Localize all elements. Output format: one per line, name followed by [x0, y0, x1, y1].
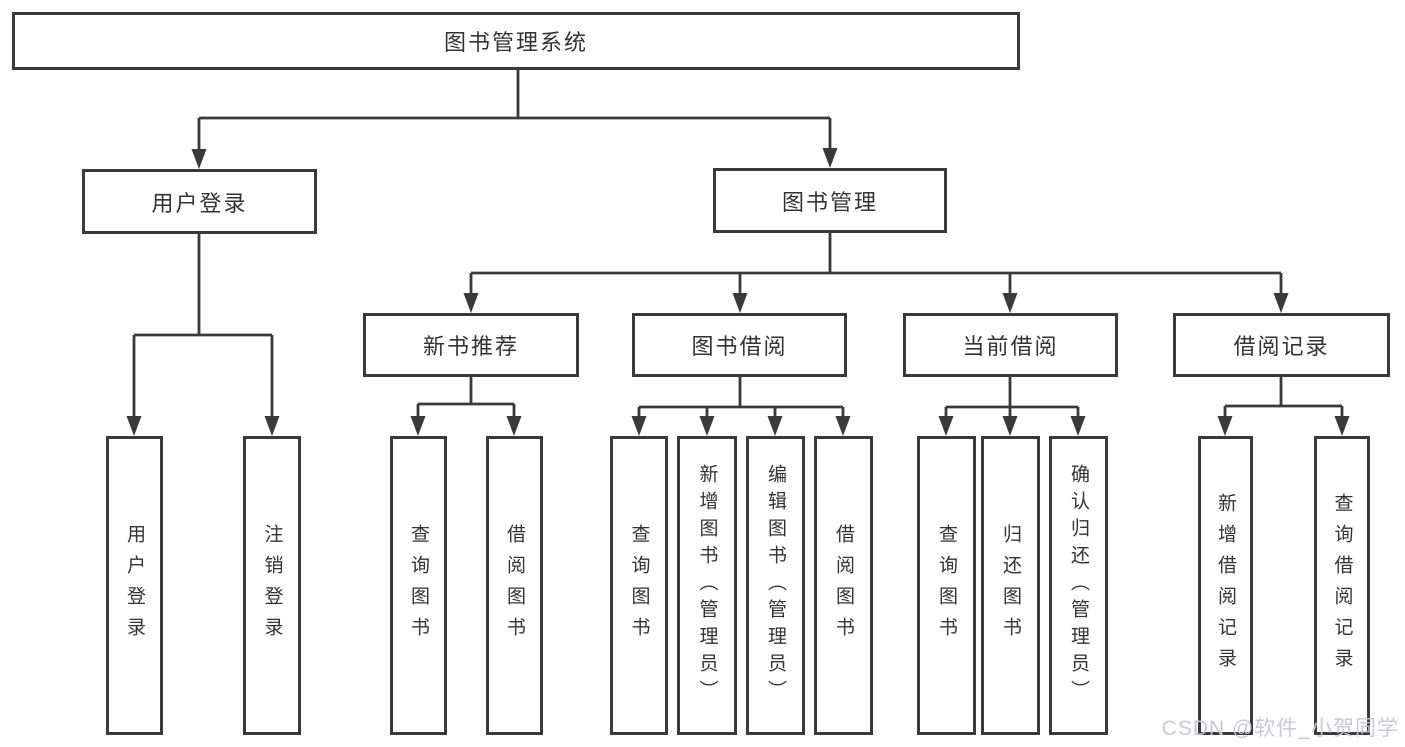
leaf-add-borrow-record: 新增借阅记录	[1198, 436, 1253, 735]
node-user-login: 用户登录	[82, 169, 317, 234]
leaf-confirm-return-admin: 确认归还（管理员）	[1049, 436, 1108, 735]
leaf-borrow-books-recommend-label: 借阅图书	[504, 523, 525, 648]
node-user-login-label: 用户登录	[151, 190, 248, 216]
leaf-add-books-admin: 新增图书（管理员）	[677, 436, 737, 735]
leaf-edit-books-admin-label: 编辑图书（管理员）	[765, 464, 786, 707]
leaf-query-books-borrow: 查询图书	[610, 436, 668, 735]
leaf-borrow-books-label: 借阅图书	[833, 523, 854, 648]
leaf-user-login: 用户登录	[106, 436, 163, 735]
leaf-query-books-borrow-label: 查询图书	[628, 523, 650, 648]
leaf-query-books-current-label: 查询图书	[936, 523, 957, 648]
leaf-edit-books-admin: 编辑图书（管理员）	[746, 436, 805, 735]
node-new-book-recommend-label: 新书推荐	[422, 334, 519, 359]
node-borrow-records-label: 借阅记录	[1233, 334, 1330, 359]
leaf-return-books: 归还图书	[981, 436, 1040, 735]
node-book-management-label: 图书管理	[781, 189, 878, 215]
leaf-query-books-recommend: 查询图书	[390, 436, 447, 735]
arrowheads	[126, 148, 1350, 436]
leaf-borrow-books-recommend: 借阅图书	[486, 436, 543, 735]
leaf-confirm-return-admin-label: 确认归还（管理员）	[1068, 464, 1089, 707]
leaf-add-books-admin-label: 新增图书（管理员）	[696, 464, 718, 707]
node-current-borrow-label: 当前借阅	[962, 334, 1059, 359]
node-root: 图书管理系统	[12, 12, 1020, 70]
leaf-logout-label: 注销登录	[261, 523, 283, 648]
leaf-add-borrow-record-label: 新增借阅记录	[1215, 492, 1236, 679]
node-book-borrow: 图书借阅	[632, 313, 847, 377]
node-borrow-records: 借阅记录	[1173, 313, 1390, 377]
node-new-book-recommend: 新书推荐	[363, 313, 579, 377]
node-current-borrow: 当前借阅	[903, 313, 1118, 377]
leaf-return-books-label: 归还图书	[1000, 523, 1021, 648]
node-book-management: 图书管理	[713, 168, 947, 233]
csdn-watermark: CSDN @软件_小贺同学	[1161, 717, 1399, 740]
leaf-query-borrow-record-label: 查询借阅记录	[1331, 492, 1353, 679]
node-root-label: 图书管理系统	[443, 30, 588, 55]
leaf-query-borrow-record: 查询借阅记录	[1314, 436, 1370, 735]
leaf-logout: 注销登录	[243, 436, 301, 735]
node-book-borrow-label: 图书借阅	[691, 334, 788, 359]
leaf-user-login-label: 用户登录	[124, 523, 145, 648]
leaf-query-books-recommend-label: 查询图书	[408, 523, 429, 648]
leaf-query-books-current: 查询图书	[917, 436, 976, 735]
leaf-borrow-books: 借阅图书	[814, 436, 873, 735]
